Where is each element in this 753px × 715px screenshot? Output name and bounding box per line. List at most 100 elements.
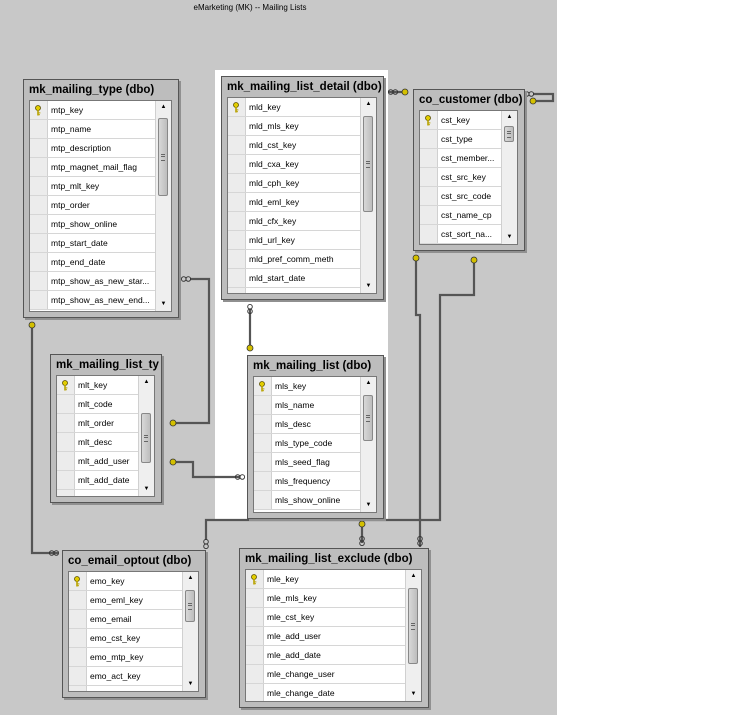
column-row[interactable]: mtp_show_as_new_end... — [30, 291, 155, 310]
column-row[interactable]: cst_src_code — [420, 187, 501, 206]
scroll-thumb[interactable] — [504, 126, 514, 142]
column-row[interactable]: mls_desc — [254, 415, 360, 434]
connector-cst-emo[interactable] — [204, 260, 476, 540]
scroll-down-icon[interactable]: ▼ — [160, 301, 167, 307]
column-row[interactable]: emo_mtp_key — [69, 648, 182, 667]
scroll-down-icon[interactable]: ▼ — [410, 691, 417, 697]
scroll-down-icon[interactable]: ▼ — [365, 502, 372, 508]
column-row[interactable]: mle_key — [246, 570, 405, 589]
column-row[interactable]: mld_key — [228, 98, 360, 117]
scroll-down-icon[interactable]: ▼ — [143, 486, 150, 492]
column-row[interactable]: mtp_mlt_key — [30, 177, 155, 196]
column-row[interactable]: mls_name — [254, 396, 360, 415]
scroll-up-icon[interactable]: ▲ — [410, 573, 417, 579]
column-row[interactable]: mld_mls_key — [228, 117, 360, 136]
vertical-scrollbar[interactable]: ▲▼ — [360, 377, 376, 512]
scroll-thumb[interactable] — [408, 588, 418, 664]
column-row[interactable]: mld_cfx_key — [228, 212, 360, 231]
vertical-scrollbar[interactable]: ▲▼ — [182, 572, 198, 691]
column-row[interactable]: cst_member... — [420, 149, 501, 168]
column-row[interactable]: emo_cst_key — [69, 629, 182, 648]
table-title[interactable]: co_customer (dbo) — [419, 94, 523, 106]
column-row[interactable]: mls_frequency — [254, 472, 360, 491]
scroll-up-icon[interactable]: ▲ — [506, 114, 513, 120]
column-row[interactable]: cst_sort_na... — [420, 225, 501, 244]
column-row[interactable]: mlt_add_user — [57, 452, 138, 471]
column-row[interactable]: mls_seed_flag — [254, 453, 360, 472]
table-title[interactable]: mk_mailing_list_ty — [56, 359, 159, 371]
column-row[interactable]: emo_email — [69, 610, 182, 629]
connector-cst-mle[interactable] — [414, 258, 422, 547]
column-row[interactable]: mtp_start_date — [30, 234, 155, 253]
column-row[interactable]: mtp_description — [30, 139, 155, 158]
vertical-scrollbar[interactable]: ▲▼ — [405, 570, 421, 701]
scroll-thumb[interactable] — [185, 590, 195, 622]
scroll-thumb[interactable] — [363, 395, 373, 441]
column-row[interactable]: mtp_order — [30, 196, 155, 215]
column-row[interactable]: mtp_name — [30, 120, 155, 139]
scroll-up-icon[interactable]: ▲ — [143, 379, 150, 385]
column-row[interactable]: cst_name_cp — [420, 206, 501, 225]
column-row[interactable]: mlt_change_user — [57, 490, 138, 496]
column-row[interactable]: mld_cst_key — [228, 136, 360, 155]
vertical-scrollbar[interactable]: ▲▼ — [501, 111, 517, 244]
column-row[interactable]: mle_add_user — [246, 627, 405, 646]
column-row[interactable]: mld_url_key — [228, 231, 360, 250]
column-row[interactable]: mtp_key — [30, 101, 155, 120]
column-row[interactable]: mtp_show_as_new_star... — [30, 272, 155, 291]
vertical-scrollbar[interactable]: ▲▼ — [155, 101, 171, 311]
scroll-thumb[interactable] — [141, 413, 151, 463]
column-row[interactable]: mld_cph_key — [228, 174, 360, 193]
column-row[interactable]: mld_end_date — [228, 288, 360, 293]
scroll-up-icon[interactable]: ▲ — [365, 380, 372, 386]
column-row[interactable]: mld_cxa_key — [228, 155, 360, 174]
column-row[interactable]: mle_change_user — [246, 665, 405, 684]
scroll-thumb[interactable] — [158, 118, 168, 196]
column-row[interactable]: mle_change_date — [246, 684, 405, 701]
column-row[interactable]: mle_cst_key — [246, 608, 405, 627]
column-row[interactable]: cst_type — [420, 130, 501, 149]
column-row[interactable]: mtp_show_online — [30, 215, 155, 234]
column-row[interactable]: emo_key — [69, 572, 182, 591]
column-row[interactable]: mlt_code — [57, 395, 138, 414]
scroll-up-icon[interactable]: ▲ — [365, 101, 372, 107]
table-title[interactable]: mk_mailing_type (dbo) — [29, 84, 155, 96]
column-row[interactable]: mls_key — [254, 377, 360, 396]
column-row[interactable]: mle_add_date — [246, 646, 405, 665]
column-row[interactable]: mls_show_online — [254, 491, 360, 510]
column-row[interactable]: emo_cph_key — [69, 686, 182, 691]
column-row[interactable]: mlt_add_date — [57, 471, 138, 490]
table-title[interactable]: co_email_optout (dbo) — [68, 555, 192, 567]
connector-cst-self[interactable] — [533, 92, 555, 103]
column-row[interactable]: mtp_magnet_mail_flag — [30, 158, 155, 177]
column-row[interactable]: mld_eml_key — [228, 193, 360, 212]
column-row[interactable]: mle_mls_key — [246, 589, 405, 608]
column-row[interactable]: cst_src_key — [420, 168, 501, 187]
scroll-up-icon[interactable]: ▲ — [187, 575, 194, 581]
column-row[interactable]: mtp_end_date — [30, 253, 155, 272]
column-row[interactable]: mld_pref_comm_meth — [228, 250, 360, 269]
connector-mtp-mlt[interactable] — [173, 277, 211, 425]
table-title[interactable]: mk_mailing_list_exclude (dbo) — [245, 553, 413, 565]
connector-mlt-mls[interactable] — [173, 460, 240, 479]
scroll-down-icon[interactable]: ▼ — [365, 283, 372, 289]
column-row[interactable]: cst_key — [420, 111, 501, 130]
column-row[interactable]: mlt_order — [57, 414, 138, 433]
table-title[interactable]: mk_mailing_list (dbo) — [253, 360, 372, 372]
scroll-up-icon[interactable]: ▲ — [160, 104, 167, 110]
table-title[interactable]: mk_mailing_list_detail (dbo) — [227, 81, 382, 93]
scroll-thumb[interactable] — [363, 116, 373, 212]
column-row[interactable]: emo_eml_key — [69, 591, 182, 610]
scroll-down-icon[interactable]: ▼ — [187, 681, 194, 687]
column-row[interactable]: mls_type_code — [254, 434, 360, 453]
vertical-scrollbar[interactable]: ▲▼ — [138, 376, 154, 496]
column-row[interactable]: emo_act_key — [69, 667, 182, 686]
vertical-scrollbar[interactable]: ▲▼ — [360, 98, 376, 293]
